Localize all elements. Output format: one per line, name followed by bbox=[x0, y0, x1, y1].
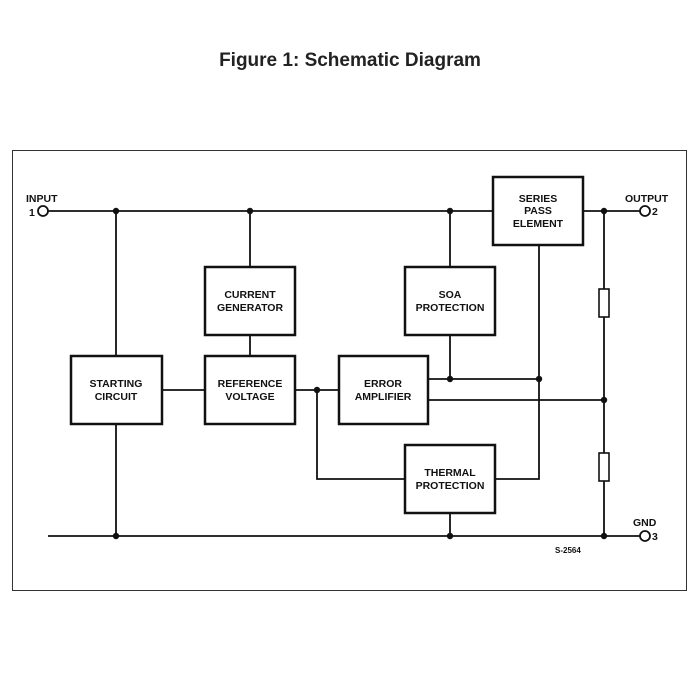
block-label-line: AMPLIFIER bbox=[355, 391, 412, 403]
wire-thermal-to-pass bbox=[495, 379, 540, 480]
resistor-upper bbox=[598, 288, 610, 318]
junction-dot bbox=[246, 207, 254, 215]
junction-dot bbox=[446, 532, 454, 540]
resistor-lower bbox=[598, 452, 610, 482]
reference-voltage-box bbox=[203, 354, 297, 426]
block-label-line: THERMAL bbox=[424, 467, 476, 479]
soa-protection-box bbox=[403, 265, 497, 337]
gnd-pin-number: 3 bbox=[652, 531, 658, 543]
junction-dot bbox=[112, 532, 120, 540]
block-label-line: ERROR bbox=[364, 378, 402, 390]
junction-dot bbox=[600, 207, 608, 215]
block-label-line: PROTECTION bbox=[416, 302, 485, 314]
block-label-line: PROTECTION bbox=[416, 480, 485, 492]
block-label-line: SOA bbox=[439, 289, 462, 301]
series-pass-element-block: SERIES PASS ELEMENT bbox=[491, 175, 585, 247]
thermal-protection-box bbox=[403, 443, 497, 515]
block-label-line: CIRCUIT bbox=[95, 391, 138, 403]
block-label-line: STARTING bbox=[90, 378, 143, 390]
junction-dot bbox=[600, 396, 608, 404]
block-label-line: ELEMENT bbox=[513, 218, 564, 230]
input-pin-name: INPUT bbox=[26, 193, 58, 205]
gnd-pin-name: GND bbox=[633, 517, 657, 529]
input-pin-number: 1 bbox=[29, 207, 35, 219]
block-label-line: SERIES bbox=[519, 193, 558, 205]
figure-title: Figure 1: Schematic Diagram bbox=[219, 50, 481, 71]
thermal-protection-block: THERMAL PROTECTION bbox=[403, 443, 497, 515]
input-terminal bbox=[37, 205, 49, 217]
block-label-line: PASS bbox=[524, 205, 552, 217]
block-label-line: CURRENT bbox=[224, 289, 276, 301]
reference-voltage-block: REFERENCE VOLTAGE bbox=[203, 354, 297, 426]
block-label-line: VOLTAGE bbox=[225, 391, 274, 403]
output-terminal bbox=[639, 205, 651, 217]
junction-dot bbox=[112, 207, 120, 215]
gnd-terminal bbox=[639, 530, 651, 542]
current-generator-block: CURRENT GENERATOR bbox=[203, 265, 297, 337]
starting-circuit-box bbox=[69, 354, 164, 426]
block-label-line: GENERATOR bbox=[217, 302, 284, 314]
current-generator-box bbox=[203, 265, 297, 337]
junction-dot bbox=[446, 207, 454, 215]
series-pass-element-box bbox=[491, 175, 585, 247]
soa-protection-block: SOA PROTECTION bbox=[403, 265, 497, 337]
block-label-line: REFERENCE bbox=[218, 378, 283, 390]
output-pin-name: OUTPUT bbox=[625, 193, 669, 205]
drawing-code: S-2564 bbox=[555, 546, 581, 555]
error-amplifier-box bbox=[337, 354, 430, 426]
error-amplifier-block: ERROR AMPLIFIER bbox=[337, 354, 430, 426]
junction-dot bbox=[535, 375, 543, 383]
junction-dot bbox=[600, 532, 608, 540]
junction-dot bbox=[313, 386, 321, 394]
junction-dot bbox=[446, 375, 454, 383]
starting-circuit-block: STARTING CIRCUIT bbox=[69, 354, 164, 426]
diagram-frame bbox=[12, 150, 687, 591]
junction-dots bbox=[112, 207, 608, 540]
output-pin-number: 2 bbox=[652, 206, 658, 218]
wire-ref-to-thermal bbox=[316, 390, 405, 480]
